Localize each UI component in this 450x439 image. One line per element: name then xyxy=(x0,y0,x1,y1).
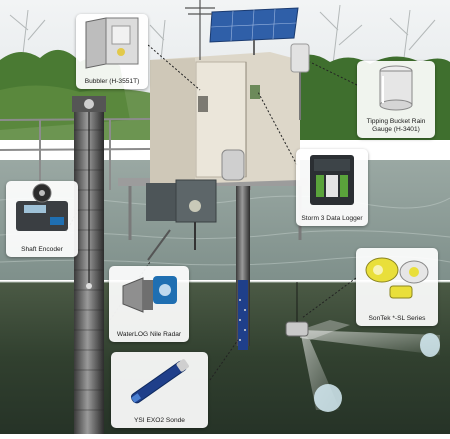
callout-radar: WaterLOG Nile Radar xyxy=(109,266,189,342)
callout-sontek: SonTek *-SL Series xyxy=(356,248,438,326)
rain-gauge-unit xyxy=(290,43,310,73)
callout-rain-gauge: Tipping Bucket Rain Gauge (H-3401) xyxy=(357,61,435,138)
bare-trees-icon xyxy=(9,4,436,91)
exo2-sonde-icon xyxy=(130,359,189,404)
sontek-icon xyxy=(365,257,429,299)
callout-leaders xyxy=(65,44,358,381)
callout-sonde: YSI EXO2 Sonde xyxy=(111,352,208,428)
callout-shaft-encoder: Shaft Encoder xyxy=(6,181,78,257)
callout-bubbler: Bubbler (H-3551T) xyxy=(76,14,148,89)
bubbler-label: Bubbler (H-3551T) xyxy=(84,78,140,85)
rain-gauge-icon xyxy=(379,65,413,111)
shaft-encoder-icon xyxy=(16,183,68,231)
enclosure-icon xyxy=(146,179,217,223)
radar-label: WaterLOG Nile Radar xyxy=(116,331,182,338)
shaft-encoder-label: Shaft Encoder xyxy=(21,246,63,253)
nile-radar-icon xyxy=(122,276,177,313)
data-logger-label: Storm 3 Data Logger xyxy=(301,215,363,222)
rain-gauge-label-line2: Gauge (H-3401) xyxy=(372,126,420,133)
solar-panel-icon xyxy=(209,7,299,55)
callout-data-logger: Storm 3 Data Logger xyxy=(296,149,368,226)
data-logger-icon xyxy=(310,155,354,205)
sonde-label: YSI EXO2 Sonde xyxy=(134,417,185,424)
sensor-icon xyxy=(221,149,245,181)
pipe-icon xyxy=(236,186,250,350)
rain-gauge-label-line1: Tipping Bucket Rain xyxy=(366,118,426,125)
bubbler-icon xyxy=(85,17,139,69)
antenna-icon xyxy=(185,0,215,60)
sonde-icon xyxy=(285,282,440,412)
sontek-label: SonTek *-SL Series xyxy=(368,315,426,322)
radar-icon xyxy=(147,229,171,261)
shelter-icon xyxy=(150,52,300,185)
